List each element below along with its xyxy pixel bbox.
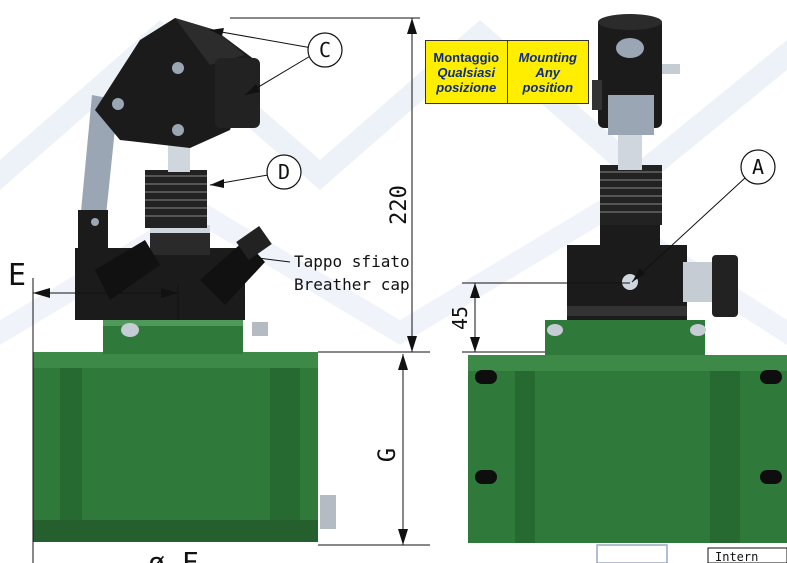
callout-c: C	[307, 32, 343, 68]
callout-d: D	[266, 154, 302, 190]
note-en-line2: Any	[535, 64, 561, 80]
breather-label-en: Breather cap	[294, 275, 410, 294]
note-en-line1: Mounting	[518, 49, 577, 65]
title-block-text: Intern	[715, 550, 758, 563]
dimension-arrows	[33, 18, 645, 545]
mounting-note-italian: Montaggio Qualsiasi posizione	[426, 41, 508, 103]
dim-e: E	[8, 258, 26, 293]
svg-text:A: A	[752, 155, 764, 179]
lever-link	[80, 95, 118, 225]
right-view	[468, 14, 787, 543]
svg-text:C: C	[319, 38, 331, 62]
note-it-line2: Qualsiasi	[437, 64, 496, 80]
callout-a: A	[740, 149, 776, 185]
bellows-left	[145, 170, 207, 228]
mounting-note-english: Mounting Any position	[508, 41, 589, 103]
note-en-line3: position	[522, 79, 574, 95]
left-view	[33, 18, 336, 542]
dimension-lines	[32, 17, 746, 563]
dim-220: 220	[387, 185, 412, 225]
note-it-line3: posizione	[436, 79, 497, 95]
dim-phi-f: ø F	[148, 546, 199, 563]
handle-head-left	[95, 18, 260, 148]
breather-label-it: Tappo sfiato	[294, 252, 410, 271]
note-it-line1: Montaggio	[433, 49, 500, 65]
svg-text:D: D	[278, 160, 290, 184]
handle-fork-right	[592, 14, 680, 135]
dim-g: G	[373, 448, 401, 462]
mounting-note: Montaggio Qualsiasi posizione Mounting A…	[425, 40, 589, 104]
dim-45: 45	[448, 306, 472, 330]
